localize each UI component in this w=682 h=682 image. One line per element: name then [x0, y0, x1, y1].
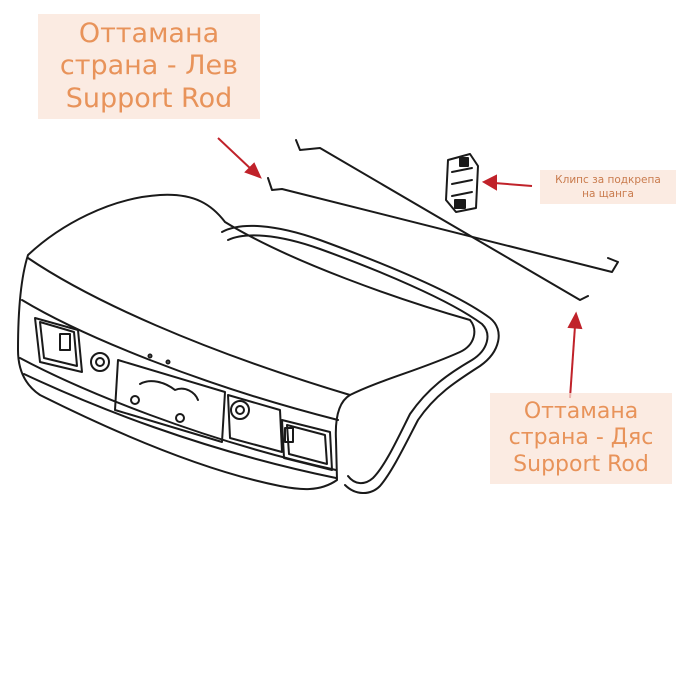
callout-right-line-3: Support Rod	[513, 451, 649, 477]
callout-right-line-2: страна - Дяс	[508, 425, 654, 451]
callout-left-support-rod: Оттамана страна - Лев Support Rod	[38, 14, 260, 120]
license-plate-recess	[114, 353, 226, 443]
arrow-right-rod	[567, 311, 583, 399]
arrow-clip	[481, 174, 533, 191]
callout-clip-line-1: Клипс за подкрепа	[555, 174, 661, 186]
callout-left-line-2: страна - Лев	[59, 50, 239, 82]
callout-right-line-1: Оттамана	[523, 399, 639, 424]
callout-support-rod-clip: Клипс за подкрепа на щанга	[540, 170, 676, 205]
arrow-left-rod	[217, 137, 262, 179]
trunk-lid-body	[17, 193, 476, 491]
support-rod-clip	[445, 153, 479, 213]
callout-clip-line-2: на щанга	[582, 188, 634, 201]
right-taillight-cavity	[227, 394, 333, 471]
trunk-weatherstrip-seal	[221, 224, 500, 494]
support-rod-left	[267, 177, 619, 273]
left-taillight-cavity	[34, 317, 110, 373]
callout-left-line-1: Оттамана	[78, 18, 220, 49]
callout-right-support-rod: Оттамана страна - Дяс Support Rod	[490, 393, 672, 485]
support-rod-right	[295, 139, 589, 301]
callout-left-line-3: Support Rod	[65, 82, 233, 114]
callout-arrows	[217, 137, 583, 399]
